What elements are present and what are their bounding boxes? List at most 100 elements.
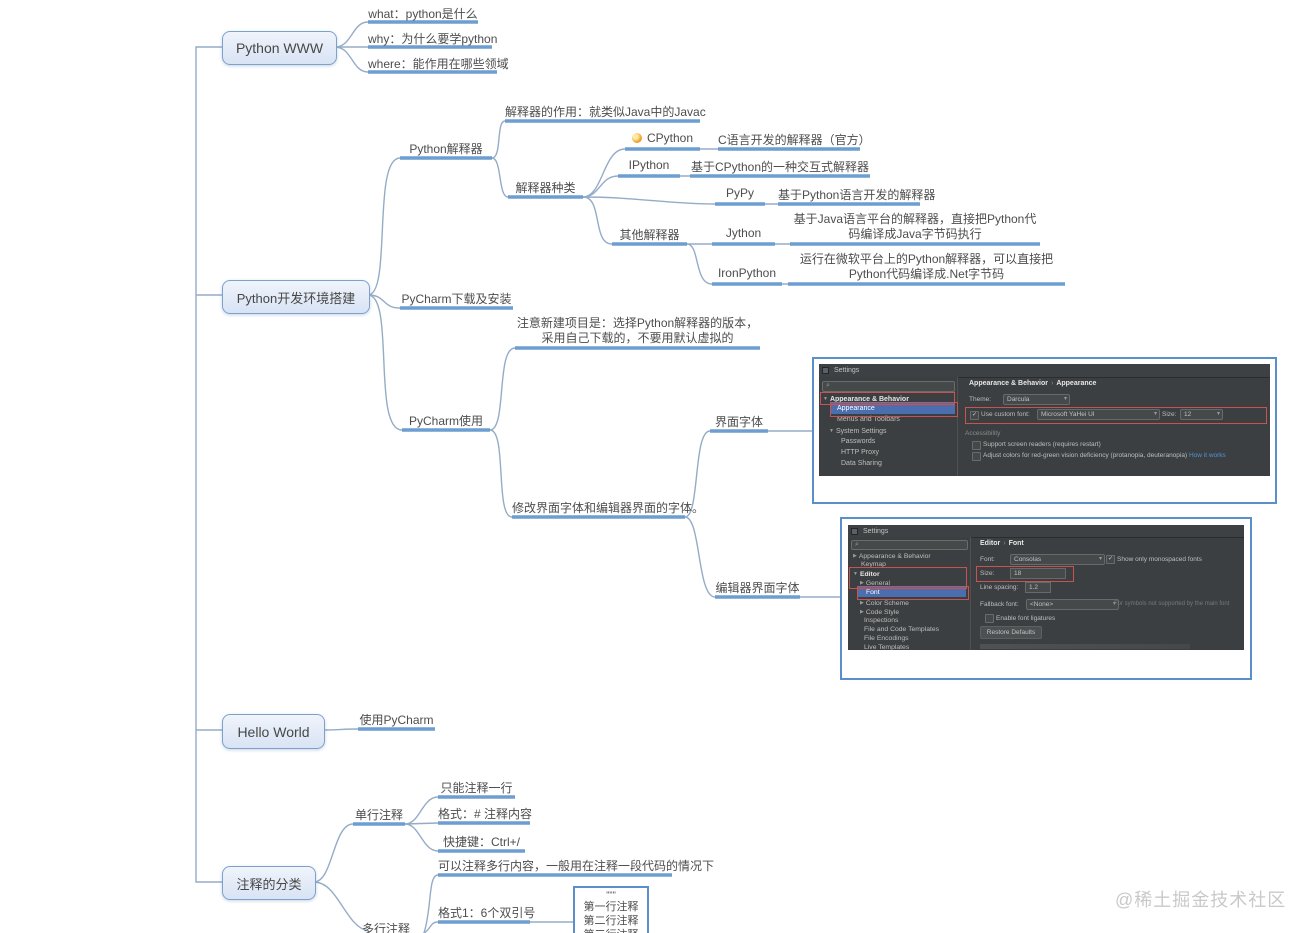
topic-pycharm-usage[interactable]: PyCharm使用 <box>408 414 483 428</box>
settings1-tree-appearance-behavior: ▼Appearance & Behavior <box>823 396 909 403</box>
chevron-right-icon: ▶ <box>860 609 864 615</box>
breadcrumb-separator: › <box>1050 380 1054 387</box>
settings1-screen-readers-checkbox <box>972 441 981 450</box>
topic-single-line[interactable]: 单行注释 <box>354 808 403 822</box>
topic-use-pycharm[interactable]: 使用PyCharm <box>359 713 434 727</box>
topic-editor-font[interactable]: 编辑器界面字体 <box>715 581 800 595</box>
settings1-custom-font-checkbox: ✓ <box>970 411 979 420</box>
topic-multi-desc[interactable]: 可以注释多行内容，一般用在注释一段代码的情况下 <box>438 859 715 873</box>
highlight-box-appearance <box>830 402 958 417</box>
topic-where[interactable]: where：能作用在哪些领域 <box>368 57 509 71</box>
settings2-line-spacing-label: Line spacing: <box>980 584 1019 591</box>
highlight-box-appearance-behavior <box>820 392 955 405</box>
settings2-font-label: Font: <box>980 556 995 563</box>
topic-pypy[interactable]: PyPy <box>725 186 754 200</box>
settings2-fallback-label: Fallback font: <box>980 601 1019 608</box>
topic-ui-font[interactable]: 界面字体 <box>714 415 763 429</box>
chevron-right-icon: ▶ <box>860 580 864 586</box>
settings2-tree-file-encodings: File Encodings <box>864 635 909 642</box>
settings1-window: Settings ⌕ ▼Appearance & Behavior Appear… <box>819 364 1270 476</box>
highlight-box-size <box>976 566 1074 582</box>
settings1-tree-appearance: Appearance <box>837 405 875 412</box>
cpython-marker-icon <box>631 133 642 143</box>
code-line: """ <box>606 890 616 900</box>
settings2-tree-inspections: Inspections <box>864 617 899 624</box>
topic-single-shortcut[interactable]: 快捷键：Ctrl+/ <box>442 835 520 849</box>
topic-multi-format1[interactable]: 格式1：6个双引号 <box>438 906 536 920</box>
settings2-selection-bar <box>858 587 966 597</box>
settings2-window: Settings ⌕ ▶Appearance & Behavior Keymap… <box>848 525 1244 650</box>
topic-new-project-note[interactable]: 注意新建项目是：选择Python解释器的版本，采用自己下载的，不要用默认虚拟的 <box>516 316 759 345</box>
topic-ironpython-desc[interactable]: 运行在微软平台上的Python解释器，可以直接把Python代码编译成.Net字… <box>799 252 1054 281</box>
settings2-tree-live-templates: Live Templates <box>864 644 910 650</box>
settings1-tree-menus-toolbars: Menus and Toolbars <box>837 416 900 423</box>
settings2-tree-general: ▶General <box>860 580 891 587</box>
settings1-tree-http-proxy: HTTP Proxy <box>841 449 879 456</box>
settings1-title: Settings <box>834 367 860 374</box>
search-icon: ⌕ <box>826 382 830 389</box>
settings2-breadcrumb: Editor›Font <box>980 540 1024 547</box>
screenshot-settings-appearance: Settings ⌕ ▼Appearance & Behavior Appear… <box>812 357 1277 504</box>
code-line: 第三行注释 <box>575 928 647 933</box>
restore-defaults-button: Restore Defaults <box>980 626 1042 639</box>
topic-multi-line[interactable]: 多行注释 <box>361 922 410 933</box>
settings2-tree-editor: ▼Editor <box>853 571 880 578</box>
settings1-adjust-colors-label: Adjust colors for red-green vision defic… <box>983 452 1226 459</box>
topic-single-format[interactable]: 格式：# 注释内容 <box>438 807 533 821</box>
settings1-search-input: ⌕ <box>822 381 955 392</box>
node-python-www[interactable]: Python WWW <box>222 31 337 65</box>
settings2-mono-label: Show only monospaced fonts <box>1117 556 1202 563</box>
settings1-size-label: Size: <box>1162 411 1177 418</box>
preview-text-dim <box>980 644 1190 649</box>
how-it-works-link: How it works <box>1188 452 1226 459</box>
settings-window-icon <box>822 367 829 374</box>
settings1-titlebar: Settings <box>819 364 1270 378</box>
settings1-adjust-colors-checkbox <box>972 452 981 461</box>
code-line: 第二行注释 <box>583 915 639 927</box>
settings1-breadcrumb: Appearance & Behavior›Appearance <box>969 380 1097 387</box>
settings2-fallback-hint: For symbols not supported by the main fo… <box>1114 601 1230 607</box>
settings2-tree-appearance-behavior: ▶Appearance & Behavior <box>853 553 931 560</box>
settings2-titlebar: Settings <box>848 525 1244 538</box>
topic-why[interactable]: why：为什么要学python <box>368 32 498 46</box>
node-env-setup[interactable]: Python开发环境搭建 <box>222 280 370 314</box>
topic-other-interpreters[interactable]: 其他解释器 <box>619 228 680 242</box>
topic-cpython-label: CPython <box>646 131 694 145</box>
topic-cpython[interactable]: CPython <box>625 131 700 145</box>
settings1-theme-dropdown: Darcula▾ <box>1003 394 1070 405</box>
topic-ipython[interactable]: IPython <box>628 158 670 172</box>
settings2-title: Settings <box>863 528 889 535</box>
dropdown-arrow-icon: ▾ <box>1216 411 1220 417</box>
settings2-tree-code-style: ▶Code Style <box>860 609 900 616</box>
topic-single-only-one[interactable]: 只能注释一行 <box>440 781 513 795</box>
dropdown-arrow-icon: ▾ <box>1112 601 1116 607</box>
node-comment-types[interactable]: 注释的分类 <box>222 866 316 900</box>
topic-pycharm-install[interactable]: PyCharm下载及安装 <box>401 292 512 306</box>
topic-interpreter-types[interactable]: 解释器种类 <box>515 181 576 195</box>
topic-modify-fonts[interactable]: 修改界面字体和编辑器界面的字体。 <box>512 501 705 515</box>
topic-interpreter-role[interactable]: 解释器的作用：就类似Java中的Javac <box>505 105 706 119</box>
settings2-tree-color-scheme: ▶Color Scheme <box>860 600 909 607</box>
topic-ironpython[interactable]: IronPython <box>717 266 777 280</box>
settings2-ligatures-label: Enable font ligatures <box>996 615 1056 622</box>
topic-jython[interactable]: Jython <box>725 226 762 240</box>
node-hello-world[interactable]: Hello World <box>222 714 325 749</box>
topic-ipython-desc[interactable]: 基于CPython的一种交互式解释器 <box>690 160 870 174</box>
code-example-box[interactable]: """ 第一行注释 第二行注释 第三行注释 <box>573 886 649 933</box>
settings2-tree-keymap: Keymap <box>861 561 886 568</box>
topic-what[interactable]: what：python是什么 <box>368 7 478 21</box>
topic-pypy-desc[interactable]: 基于Python语言开发的解释器 <box>778 188 936 202</box>
settings2-tree-file-code-templates: File and Code Templates <box>864 626 940 633</box>
topic-interpreter[interactable]: Python解释器 <box>409 142 483 156</box>
search-icon: ⌕ <box>855 541 859 548</box>
settings2-font-dropdown: Consolas▾ <box>1010 554 1105 565</box>
settings2-search-input: ⌕ <box>851 540 968 550</box>
settings1-screen-readers-label: Support screen readers (requires restart… <box>983 441 1101 448</box>
topic-cpython-desc[interactable]: C语言开发的解释器（官方） <box>718 133 871 147</box>
settings2-tree-font: Font <box>866 589 880 596</box>
screenshot-settings-editor-font: Settings ⌕ ▶Appearance & Behavior Keymap… <box>840 517 1252 680</box>
settings2-mono-checkbox: ✓ <box>1106 555 1115 564</box>
settings1-custom-font-dropdown: Microsoft YaHei UI▾ <box>1037 409 1160 420</box>
topic-jython-desc[interactable]: 基于Java语言平台的解释器，直接把Python代码编译成Java字节码执行 <box>793 212 1037 241</box>
